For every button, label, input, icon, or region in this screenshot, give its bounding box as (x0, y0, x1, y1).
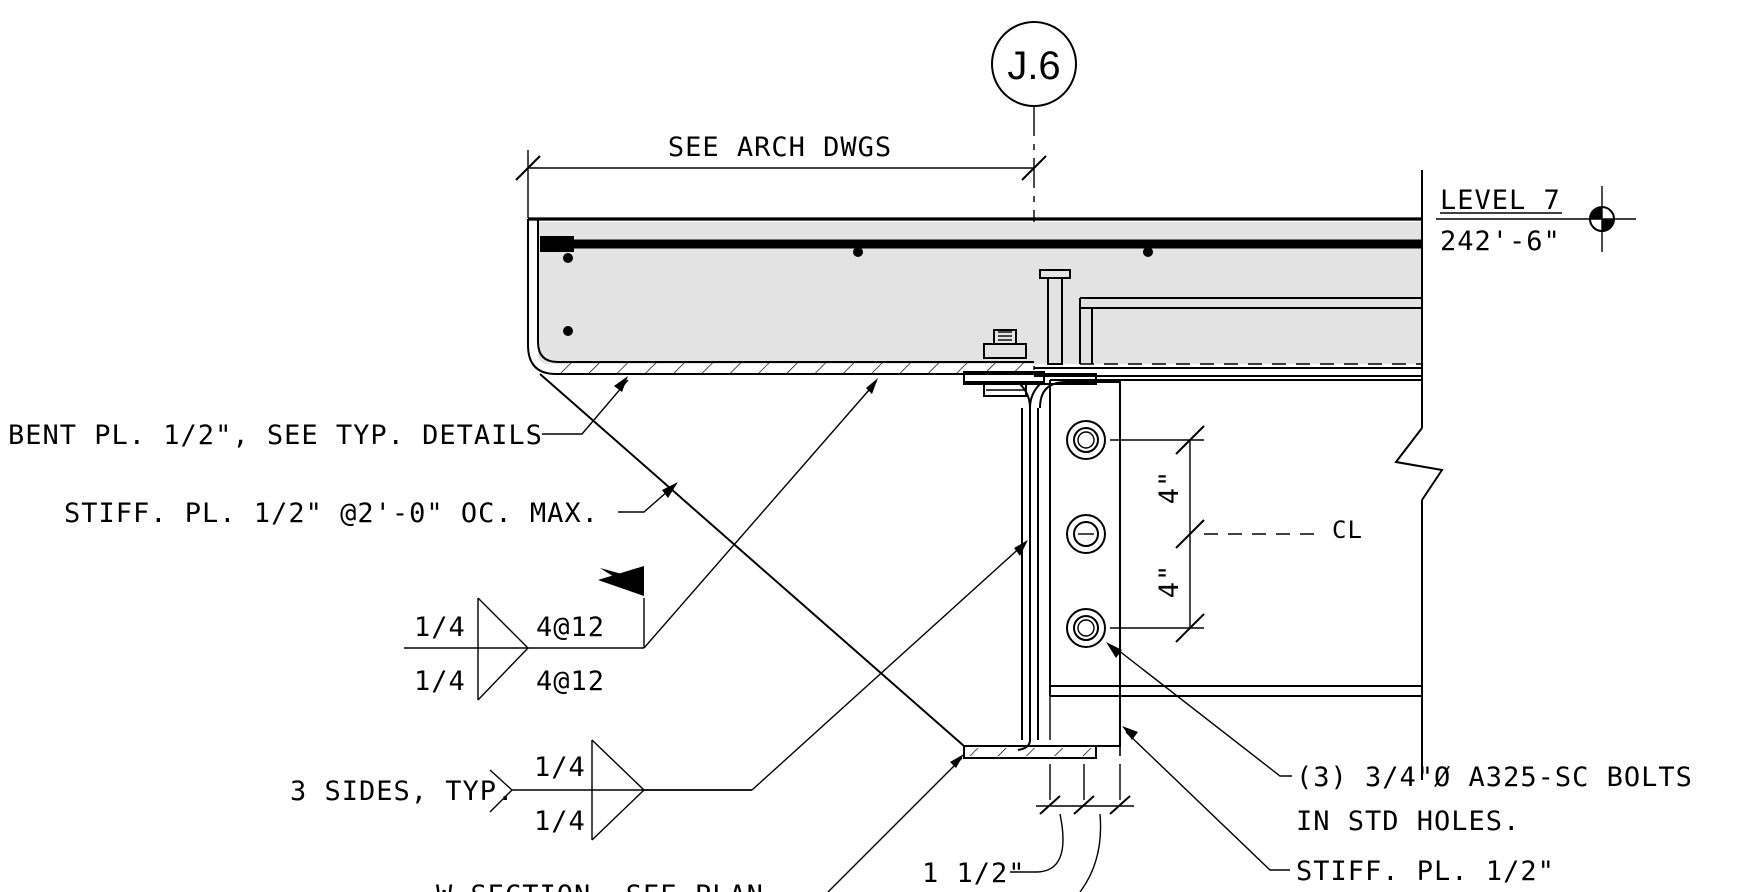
weld1-pitch-bottom: 4@12 (536, 666, 605, 697)
shear-stud (1039, 269, 1071, 365)
callout-w-section: W SECTION, SEE PLAN (436, 754, 964, 892)
callout-stiffener-plate-text: STIFF. PL. 1/2" @2'-0" OC. MAX. (64, 498, 599, 529)
callout-w-section-text: W SECTION, SEE PLAN (436, 880, 764, 892)
centerline-symbol: CL (1332, 516, 1363, 544)
callout-bent-plate: BENT PL. 1/2", SEE TYP. DETAILS (8, 376, 629, 451)
top-dimension: SEE ARCH DWGS (515, 132, 1047, 218)
w-section (963, 373, 1097, 759)
callout-stiffener-plate: STIFF. PL. 1/2" @2'-0" OC. MAX. (64, 482, 678, 529)
bent-plate (527, 219, 1034, 375)
grid-bubble-label: J.6 (1007, 44, 1060, 88)
weld-symbol-2: 3 SIDES, TYP. 1/4 1/4 (290, 540, 1028, 841)
level-name: LEVEL 7 (1440, 185, 1561, 216)
column-break-line (1394, 170, 1444, 780)
callout-bolts-line1: (3) 3/4"Ø A325-SC BOLTS (1296, 762, 1693, 793)
edge-dimension: 1 1/2" (922, 764, 1134, 892)
weld1-size-top: 1/4 (414, 612, 466, 643)
callout-stiffener-plate-2-text: STIFF. PL. 1/2" (1296, 856, 1555, 887)
weld2-size-top: 1/4 (534, 752, 586, 783)
bolt-group (1066, 420, 1106, 648)
level-marker: LEVEL 7 242'-6" (1436, 185, 1636, 257)
bolt-spacing-upper: 4" (1154, 470, 1185, 505)
bolt-2 (1066, 514, 1106, 554)
grid-bubble: J.6 (991, 21, 1077, 107)
callout-bent-plate-text: BENT PL. 1/2", SEE TYP. DETAILS (8, 420, 543, 451)
bolt-spacing-dimension: 4" 4" (1110, 425, 1205, 643)
edge-dimension-label: 1 1/2" (922, 858, 1026, 889)
weld2-size-bottom: 1/4 (534, 806, 586, 837)
rebar-end (540, 236, 574, 252)
bolt-spacing-lower: 4" (1154, 564, 1185, 599)
bolt-1 (1066, 420, 1106, 460)
callout-three-sides: 3 SIDES, TYP. (290, 776, 514, 807)
weld1-pitch-top: 4@12 (536, 612, 605, 643)
bolt-3 (1066, 608, 1106, 648)
concrete-slab (528, 217, 1422, 364)
callout-bolts: (3) 3/4"Ø A325-SC BOLTS IN STD HOLES. (1106, 642, 1693, 837)
top-dimension-label: SEE ARCH DWGS (668, 132, 892, 163)
centerline: CL (1204, 516, 1363, 544)
stiffener-plate-line (539, 373, 965, 747)
level-elevation: 242'-6" (1440, 226, 1561, 257)
weld1-size-bottom: 1/4 (414, 666, 466, 697)
callout-bolts-line2: IN STD HOLES. (1296, 806, 1520, 837)
weld-symbol-1: 1/4 1/4 4@12 4@12 (404, 378, 878, 701)
shear-tab (1039, 381, 1121, 760)
callout-stiffener-plate-2: STIFF. PL. 1/2" (1122, 726, 1555, 887)
